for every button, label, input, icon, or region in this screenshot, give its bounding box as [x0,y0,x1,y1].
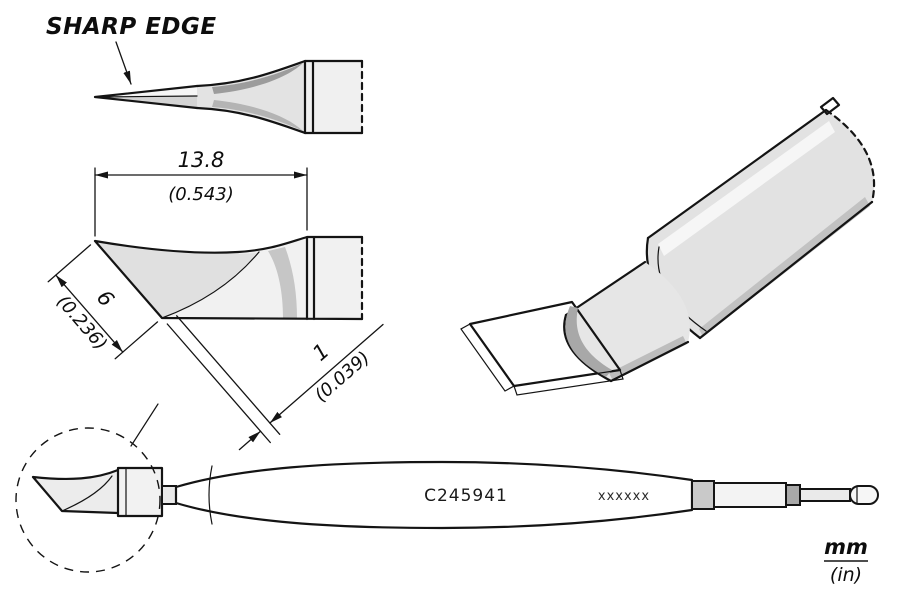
iso-flare-shade [565,306,612,377]
cartridge-ring [785,484,801,506]
iso-shaft-body [646,110,875,338]
batch-code-label: xxxxxx [598,489,650,504]
unit-in-label: (in) [830,564,862,586]
top-view [93,59,364,135]
top-view-shade-lower [212,100,303,131]
top-view-edge-ridge [94,95,198,98]
side-view-outline [93,235,364,321]
iso-neck-cap [563,313,613,383]
cartridge-ferrule [118,468,162,516]
top-view-blade-outline [93,84,199,110]
side-view [93,235,364,321]
cartridge-neck [161,485,177,505]
dim-edge-width-extensions [47,244,159,360]
iso-neck-shade [609,336,687,381]
side-view-shade [268,247,297,318]
sharp-edge-arrow [115,41,132,85]
dim-edge-width-line [55,274,124,353]
iso-shaft-shade [699,197,870,337]
side-view-bevel-face [95,241,257,318]
top-view-shaft-outline [303,59,364,135]
cartridge-rod [799,488,851,502]
cartridge-blade [33,470,118,513]
cartridge-ferrule-outline [116,466,164,518]
sharp-edge-label: SHARP EDGE [46,14,217,40]
iso-shaft-edges [646,108,874,340]
iso-view [460,96,876,396]
iso-neck-edges [564,260,690,383]
dim-edge-thickness-extensions [166,315,281,444]
dim-blade-length-in: (0.543) [168,184,234,205]
iso-shaft-highlight [658,121,835,256]
cartridge-collar [691,480,715,510]
top-view-flare [197,61,305,133]
dim-blade-length: 13.8 (0.543) [94,148,308,237]
cartridge-end-cap [849,485,879,505]
part-number-label: C245941 [424,486,508,506]
dim-blade-length-mm: 13.8 [178,148,225,172]
dim-blade-length-extensions [94,167,308,237]
top-view-flare-outline [195,59,307,135]
top-view-shade-upper [212,63,303,94]
iso-break-arc [824,108,876,204]
iso-blade-underside [513,369,624,396]
units-legend: mm (in) [824,535,868,586]
cartridge-handle-seam [208,465,213,525]
dim-edge-thickness-leader [269,323,384,424]
side-view-bevel-curve [161,251,260,319]
cartridge-blade-bevel [61,475,113,512]
iso-sharp-edge-bevel [460,323,515,392]
detail-leader-line [130,403,159,447]
top-view-shaft [305,61,362,133]
cartridge-barrel [713,482,787,508]
cartridge-blade-outline [31,468,120,515]
dim-edge-thickness-arrow-lower [238,430,262,451]
cartridge-view: C245941 xxxxxx [31,460,879,530]
detail-circle [15,427,161,573]
unit-mm-label: mm [824,535,868,559]
